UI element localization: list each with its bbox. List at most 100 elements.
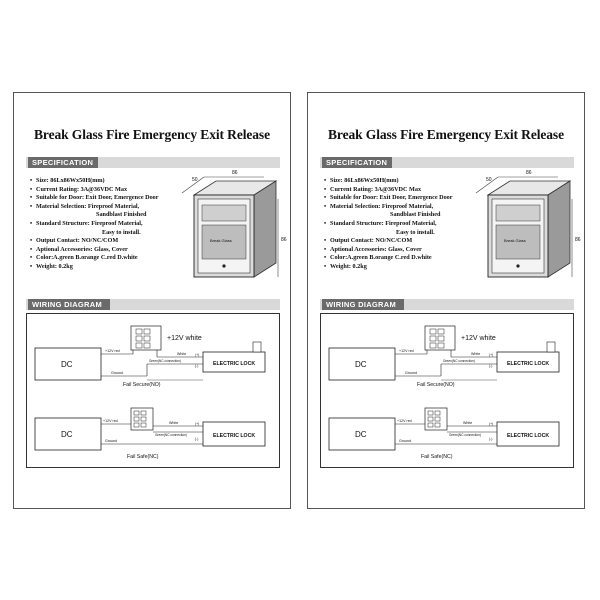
spec-item-current: •Current Rating: 3A@36VDC Max — [324, 185, 422, 193]
dc-box-top — [328, 347, 396, 381]
device-screw — [222, 264, 226, 268]
white-label-top: White — [177, 352, 186, 356]
spec-item-size: •Size: 86Lx86Wx50H(mm) — [324, 177, 399, 184]
dc-box-bottom — [328, 417, 396, 451]
specification-header-bar: SPECIFICATION — [26, 157, 280, 168]
minus-label-top: (-) — [489, 364, 492, 368]
spec-item-current: •Current Rating: 3A@36VDC Max — [30, 185, 128, 193]
fail-safe-label: Fail Safe(NC) — [421, 454, 453, 460]
wiring-diagram: DC +12V white ELECTRIC LOCK +12V red Gro… — [26, 313, 280, 468]
lock-box-top — [202, 351, 266, 373]
spec-item-door: •Suitable for Door: Exit Door, Emergence… — [30, 194, 159, 202]
white-label-bottom: White — [169, 421, 178, 425]
minus-label-bottom: (-) — [489, 437, 492, 441]
dc-box-bottom — [34, 417, 102, 451]
spec-item-output: •Output Contact: NO/NC/COM — [30, 237, 119, 245]
spec-item-color: •Color:A.green B.orange C.red D.white — [30, 254, 138, 262]
device-label: Break Glass — [210, 238, 232, 243]
spec-item-material: •Material Selection: Fireproof Material, — [324, 202, 434, 210]
spec-item-material: •Material Selection: Fireproof Material, — [30, 202, 140, 210]
minus-label-top: (-) — [195, 364, 198, 368]
terminal-block-top — [424, 325, 456, 351]
spec-item-material-cont: Sandblast Finished — [96, 211, 147, 219]
fail-secure-label: Fail Secure(NO) — [417, 382, 455, 388]
plus12-white-label: +12V white — [461, 335, 496, 342]
spec-item-output: •Output Contact: NO/NC/COM — [324, 237, 413, 245]
ground-label-bottom: Ground — [105, 439, 117, 443]
dc-label-bottom: DC — [61, 430, 73, 439]
spec-sheet-left: Break Glass Fire Emergency Exit Release … — [13, 92, 291, 509]
wiring-heading: WIRING DIAGRAM — [322, 299, 404, 310]
sheet-title: Break Glass Fire Emergency Exit Release — [34, 127, 270, 142]
spec-item-size: •Size: 86Lx86Wx50H(mm) — [30, 177, 105, 184]
dim-height: 86 — [575, 237, 581, 243]
specification-heading: SPECIFICATION — [28, 157, 98, 168]
dc-box-top — [34, 347, 102, 381]
dim-depth: 50 — [486, 177, 492, 183]
device-label: Break Glass — [504, 238, 526, 243]
wiring-header-bar: WIRING DIAGRAM — [26, 299, 280, 310]
spec-item-accessories: •Aptional Accessories: Glass, Cover — [324, 245, 422, 253]
lock-box-bottom — [496, 421, 560, 447]
device-drawing: 50 86 86 Break Glass — [181, 170, 287, 278]
spec-item-weight: •Weight: 0.2kg — [324, 262, 367, 270]
wiring-header-bar: WIRING DIAGRAM — [320, 299, 574, 310]
spec-item-color: •Color:A.green B.orange C.red D.white — [324, 254, 432, 262]
wiring-heading: WIRING DIAGRAM — [28, 299, 110, 310]
lock-label-top: ELECTRIC LOCK — [213, 361, 255, 367]
lock-label-top: ELECTRIC LOCK — [507, 361, 549, 367]
plus12-white-label: +12V white — [167, 335, 202, 342]
plus12-red-label-top: +12V red — [399, 349, 414, 353]
device-screw — [516, 264, 520, 268]
spec-item-accessories: •Aptional Accessories: Glass, Cover — [30, 245, 128, 253]
lock-label-bottom: ELECTRIC LOCK — [213, 433, 255, 439]
spec-item-structure-cont: Easy to install. — [102, 228, 141, 236]
dc-label-top: DC — [355, 360, 367, 369]
spec-item-structure: •Standard Structure: Fireproof Material, — [324, 219, 437, 227]
spec-item-structure-cont: Easy to install. — [396, 228, 435, 236]
green-nc-label-top: Green(NC connection) — [443, 359, 475, 363]
green-nc-label-bottom: Green(NC connection) — [449, 433, 481, 437]
dc-label-bottom: DC — [355, 430, 367, 439]
spec-item-structure: •Standard Structure: Fireproof Material, — [30, 219, 143, 227]
plus-label-top: (+) — [489, 353, 493, 357]
white-label-bottom: White — [463, 421, 472, 425]
spec-item-door: •Suitable for Door: Exit Door, Emergence… — [324, 194, 453, 202]
specification-heading: SPECIFICATION — [322, 157, 392, 168]
dim-depth: 50 — [192, 177, 198, 183]
spec-list: •Size: 86Lx86Wx50H(mm) •Current Rating: … — [324, 177, 484, 272]
dc-label-top: DC — [61, 360, 73, 369]
spec-sheet-right: Break Glass Fire Emergency Exit Release … — [307, 92, 585, 509]
lock-box-bottom — [202, 421, 266, 447]
spec-item-material-cont: Sandblast Finished — [390, 211, 441, 219]
dim-width: 86 — [526, 170, 532, 176]
terminal-block-bottom — [424, 407, 448, 431]
ground-label-top: Ground — [111, 371, 123, 375]
spec-item-weight: •Weight: 0.2kg — [30, 262, 73, 270]
plus-label-bottom: (+) — [489, 422, 493, 426]
green-nc-label-top: Green(NC connection) — [149, 359, 181, 363]
lock-box-top — [496, 351, 560, 373]
wiring-diagram: DC +12V white ELECTRIC LOCK +12V red Gro… — [320, 313, 574, 468]
green-nc-label-bottom: Green(NC connection) — [155, 433, 187, 437]
spec-list: •Size: 86Lx86Wx50H(mm) •Current Rating: … — [30, 177, 190, 272]
fail-safe-label: Fail Safe(NC) — [127, 454, 159, 460]
fail-secure-label: Fail Secure(NO) — [123, 382, 161, 388]
plus12-red-label-bottom: +12V red — [103, 419, 118, 423]
ground-label-bottom: Ground — [399, 439, 411, 443]
plus-label-top: (+) — [195, 353, 199, 357]
device-drawing: 50 86 86 Break Glass — [475, 170, 581, 278]
sheet-title: Break Glass Fire Emergency Exit Release — [328, 127, 564, 142]
plus12-red-label-bottom: +12V red — [397, 419, 412, 423]
terminal-block-bottom — [130, 407, 154, 431]
plus12-red-label-top: +12V red — [105, 349, 120, 353]
ground-label-top: Ground — [405, 371, 417, 375]
specification-header-bar: SPECIFICATION — [320, 157, 574, 168]
minus-label-bottom: (-) — [195, 437, 198, 441]
white-label-top: White — [471, 352, 480, 356]
lock-label-bottom: ELECTRIC LOCK — [507, 433, 549, 439]
dim-height: 86 — [281, 237, 287, 243]
plus-label-bottom: (+) — [195, 422, 199, 426]
dim-width: 86 — [232, 170, 238, 176]
terminal-block-top — [130, 325, 162, 351]
